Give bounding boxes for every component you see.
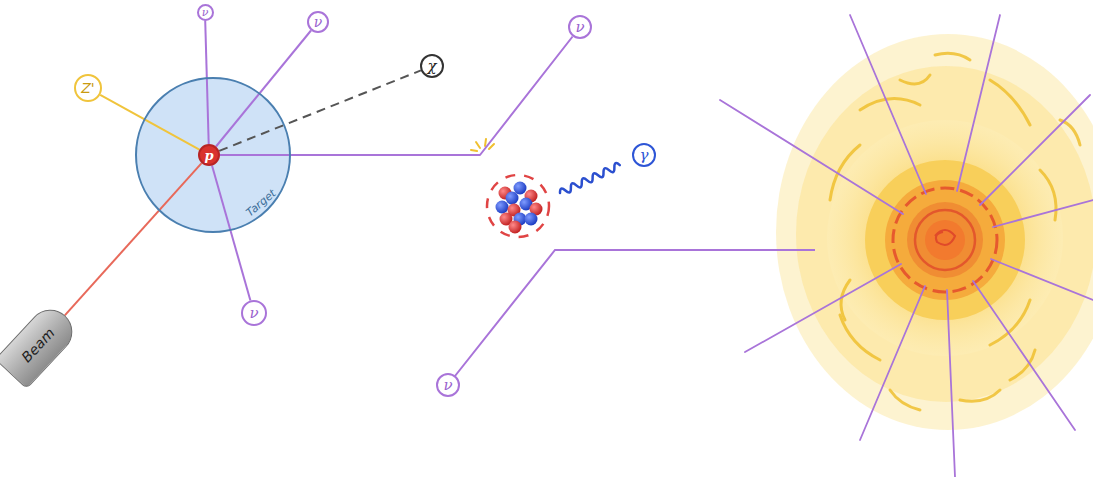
- particle-circle: ν: [436, 373, 460, 397]
- particle-circle: ν: [307, 11, 329, 33]
- target-circle: Target p: [135, 77, 291, 233]
- particle-track: [216, 31, 311, 147]
- particle-circle: ν: [197, 4, 214, 21]
- particle-circle: χ: [420, 54, 444, 78]
- photon-wave: [559, 162, 622, 196]
- nucleus: [487, 175, 549, 237]
- beam-label: Beam: [18, 325, 57, 365]
- particle-label: γ: [640, 146, 649, 164]
- beam-source: Beam: [0, 301, 81, 390]
- star-glow: [776, 34, 1093, 430]
- particle-track: [65, 163, 202, 315]
- particle-track: [220, 37, 573, 156]
- particle-label: ν: [314, 14, 323, 30]
- proton-dot: p: [198, 144, 220, 166]
- particle-track: [205, 21, 209, 145]
- particle-circle: ν: [241, 300, 267, 326]
- particle-label: Z': [81, 80, 94, 96]
- particle-label: ν: [249, 304, 258, 322]
- particle-label: ν: [443, 376, 452, 394]
- particle-circle: γ: [632, 143, 656, 167]
- neutrino-track: [455, 250, 815, 376]
- particle-track: [219, 70, 421, 150]
- particle-circle: Z': [74, 74, 102, 102]
- particle-track: [100, 95, 199, 150]
- particle-circle: ν: [568, 15, 592, 39]
- star-rays: [720, 15, 1093, 477]
- particle-label: p: [204, 148, 213, 163]
- target-label: Target: [243, 187, 278, 219]
- particle-track: [212, 166, 250, 301]
- particle-label: ν: [575, 18, 584, 36]
- particle-label: ν: [202, 6, 209, 19]
- particle-label: χ: [427, 57, 436, 75]
